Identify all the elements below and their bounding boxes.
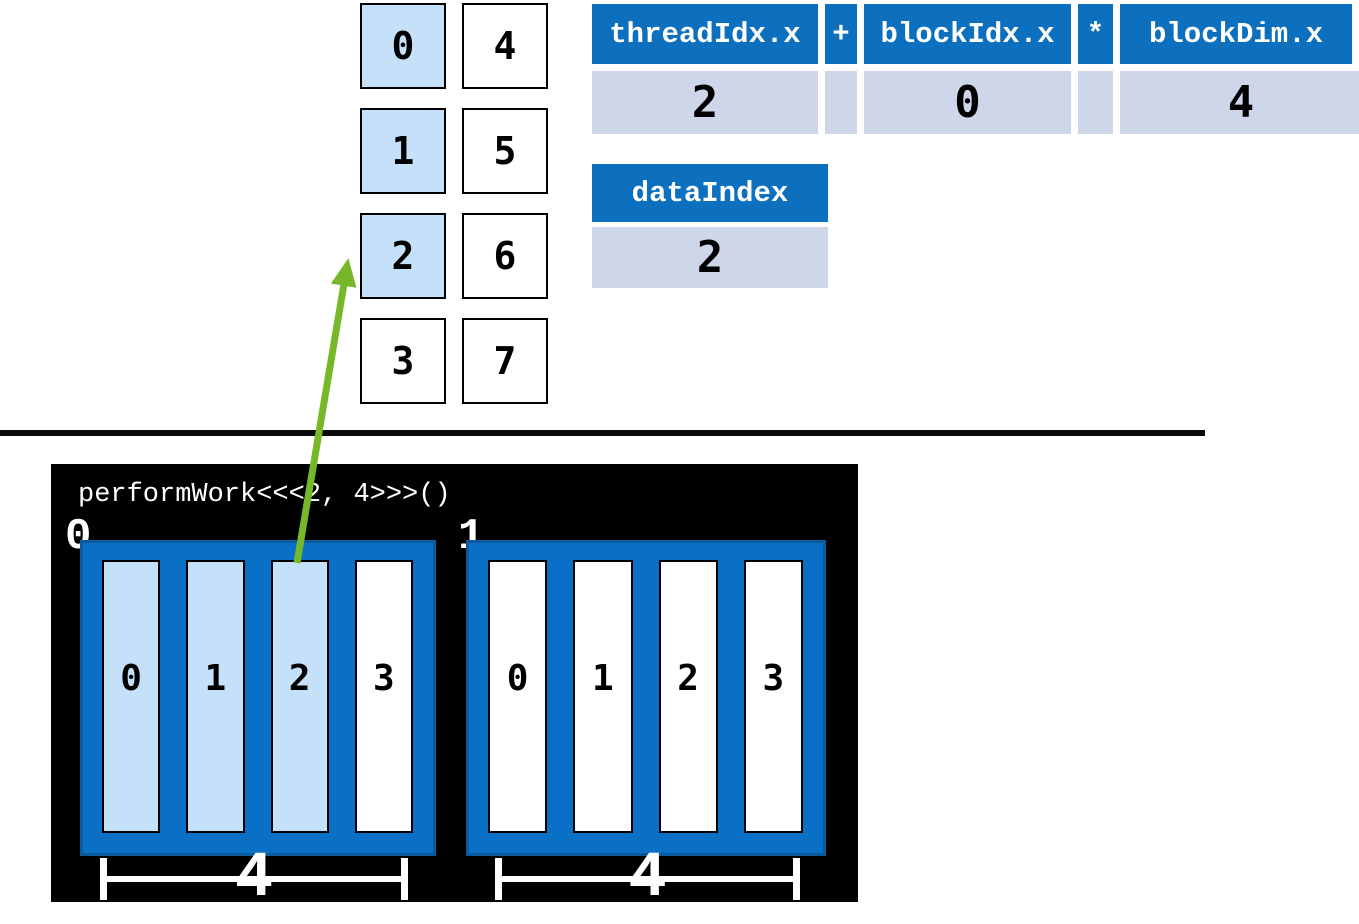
block-0-dim-label: 4 xyxy=(234,843,274,915)
value-multiply-spacer xyxy=(1078,71,1113,134)
memory-cell: 0 xyxy=(360,3,446,89)
kernel-launch-code: performWork<<<2, 4>>>() xyxy=(78,480,451,510)
index-expression-table: threadIdx.x + blockIdx.x * blockDim.x 2 … xyxy=(592,4,1359,134)
memory-cell: 3 xyxy=(360,318,446,404)
dataindex-table: dataIndex 2 xyxy=(592,164,828,288)
memory-cell: 6 xyxy=(462,213,548,299)
memory-cell: 4 xyxy=(462,3,548,89)
thread-bar: 0 xyxy=(488,560,548,833)
thread-bar: 1 xyxy=(186,560,245,833)
value-blockidx: 0 xyxy=(864,71,1071,134)
kernel-panel: performWork<<<2, 4>>>() 0 0 1 2 3 4 1 0 … xyxy=(51,464,858,915)
value-plus-spacer xyxy=(825,71,857,134)
block-1-dim-bracket: 4 xyxy=(495,843,800,915)
value-blockdim: 4 xyxy=(1120,71,1359,134)
thread-block-1: 0 1 2 3 xyxy=(466,540,826,856)
block-0-dim-bracket: 4 xyxy=(100,843,408,915)
memory-grid: 0 4 1 5 2 6 3 7 xyxy=(360,3,548,404)
expression-header-row: threadIdx.x + blockIdx.x * blockDim.x xyxy=(592,4,1359,64)
thread-bar: 3 xyxy=(743,560,803,833)
header-threadidx: threadIdx.x xyxy=(592,4,818,64)
dataindex-header: dataIndex xyxy=(592,164,828,222)
thread-block-0: 0 1 2 3 xyxy=(80,540,436,856)
thread-bar: 2 xyxy=(270,560,329,833)
memory-cell: 1 xyxy=(360,108,446,194)
thread-bar: 0 xyxy=(102,560,161,833)
value-threadidx: 2 xyxy=(592,71,818,134)
thread-bar: 2 xyxy=(658,560,718,833)
thread-bar: 3 xyxy=(354,560,413,833)
block-1-dim-label: 4 xyxy=(628,843,667,915)
dataindex-value: 2 xyxy=(592,227,828,288)
memory-cell: 7 xyxy=(462,318,548,404)
header-blockdim: blockDim.x xyxy=(1120,4,1352,64)
header-multiply-operator: * xyxy=(1078,4,1113,64)
section-divider xyxy=(0,430,1205,436)
expression-value-row: 2 0 4 xyxy=(592,71,1359,134)
header-blockidx: blockIdx.x xyxy=(864,4,1071,64)
thread-bar: 1 xyxy=(573,560,633,833)
memory-cell: 2 xyxy=(360,213,446,299)
header-plus-operator: + xyxy=(825,4,857,64)
memory-cell: 5 xyxy=(462,108,548,194)
